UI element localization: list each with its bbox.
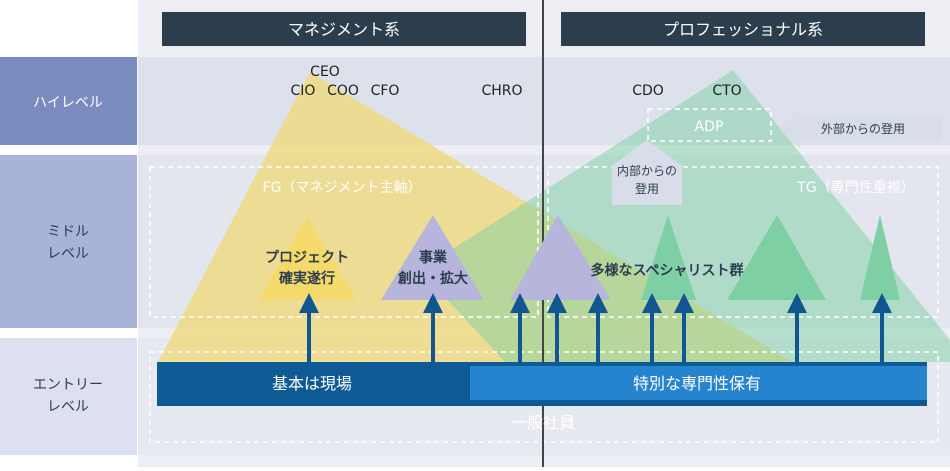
exec-ceo: CEO xyxy=(310,64,340,80)
management-header xyxy=(162,12,526,46)
project-label-line2: 確実遂行 xyxy=(279,270,335,287)
entry-level-label-line2: レベル xyxy=(47,399,89,415)
general-employees-label: 一般社員 xyxy=(511,413,575,432)
field-basics-label: 基本は現場 xyxy=(272,374,352,393)
entry-level-label-box xyxy=(0,338,137,455)
fg-dashed-box xyxy=(149,166,539,318)
upward-arrows xyxy=(299,293,892,366)
tg-label: TG（専門性重視） xyxy=(796,180,914,196)
middle-level-label-line2: レベル xyxy=(47,246,89,262)
special-expertise-bar xyxy=(470,366,927,400)
external-hire-label: 外部からの登用 xyxy=(821,121,905,136)
internal-promotion-label-line1: 内部からの xyxy=(617,163,677,178)
specialists-triangle xyxy=(510,215,611,300)
fg-label: FG（マネジメント主軸） xyxy=(263,180,422,196)
project-label-line1: プロジェクト xyxy=(265,250,349,266)
business-triangle xyxy=(381,215,484,300)
exec-cio: CIO xyxy=(291,83,316,99)
internal-promotion-label-line2: 登用 xyxy=(635,181,659,196)
specialist-tree-1 xyxy=(641,215,696,300)
high-level-label: ハイレベル xyxy=(33,95,103,111)
exec-cfo: CFO xyxy=(371,83,400,99)
middle-level-label-box xyxy=(0,155,137,328)
adp-label: ADP xyxy=(695,119,724,135)
external-hire-arrow xyxy=(779,109,942,148)
specialists-label: 多様なスペシャリスト群 xyxy=(590,262,743,279)
exec-chro: CHRO xyxy=(481,83,522,99)
project-triangle xyxy=(259,217,356,300)
exec-cto: CTO xyxy=(712,83,741,99)
business-label-line2: 創出・拡大 xyxy=(397,270,468,287)
middle-level-label-line1: ミドル xyxy=(47,224,89,240)
specialist-tree-3 xyxy=(860,215,900,300)
exec-cdo: CDO xyxy=(632,83,664,99)
high-level-label-box xyxy=(0,57,137,145)
professional-header xyxy=(561,12,925,46)
exec-coo: COO xyxy=(327,83,359,99)
management-header-label: マネジメント系 xyxy=(288,20,400,39)
business-label-line1: 事業 xyxy=(419,249,448,266)
adp-box xyxy=(647,108,772,142)
entry-level-label-line1: エントリー xyxy=(33,377,103,393)
specialist-tree-2 xyxy=(727,215,826,300)
professional-header-label: プロフェッショナル系 xyxy=(663,20,823,39)
internal-promotion-arrow xyxy=(612,140,682,205)
special-expertise-label: 特別な専門性保有 xyxy=(633,374,761,393)
